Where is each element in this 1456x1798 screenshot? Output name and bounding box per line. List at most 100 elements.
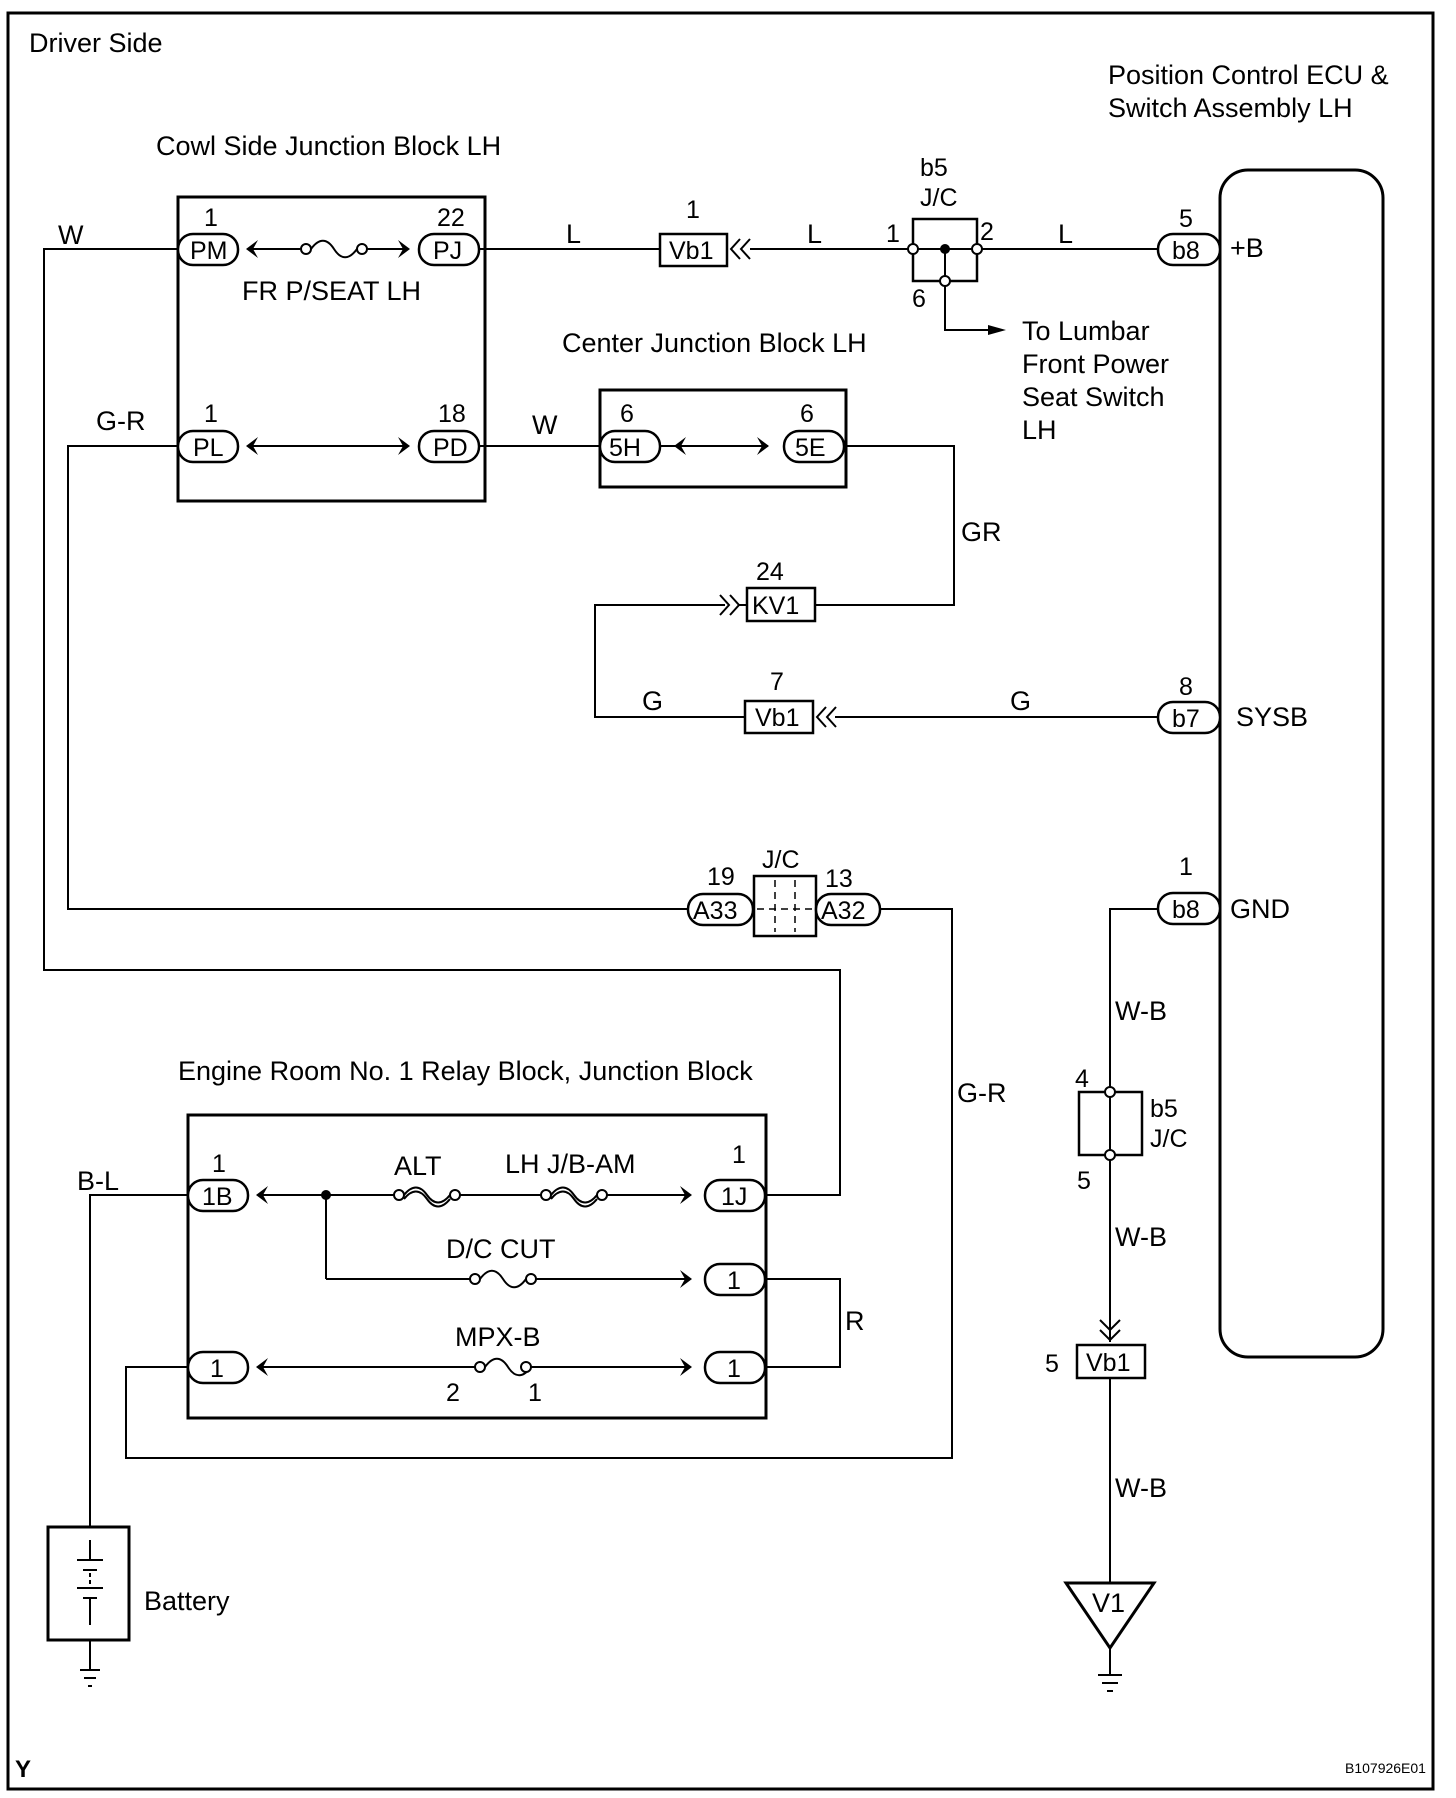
- wire-label-r: R: [845, 1306, 865, 1336]
- connector-pl: [176, 429, 240, 464]
- pin-number: 1: [1179, 853, 1193, 881]
- connector-male-icon: [1099, 1319, 1121, 1342]
- connector-b8-label: b8: [1172, 896, 1200, 924]
- lumbar-label: Front Power: [1022, 349, 1169, 379]
- cowl-junction-block-box: [176, 195, 487, 503]
- jc-name: b5: [1150, 1095, 1178, 1123]
- connector-1b: [186, 1178, 250, 1213]
- pin-number: 1: [732, 1141, 746, 1169]
- pin-number: 6: [800, 400, 814, 428]
- fuse-label-mpx-b: MPX-B: [455, 1322, 541, 1352]
- pin-number: 5: [1045, 1350, 1059, 1378]
- ecu-title: Switch Assembly LH: [1108, 93, 1353, 123]
- connector-1j: [703, 1178, 767, 1213]
- pin-number: 1: [686, 196, 700, 224]
- connector-1-mpx-right: [703, 1350, 767, 1385]
- connector-arrow-icon: [680, 1186, 692, 1204]
- wire-label-g: G: [1010, 686, 1031, 716]
- diagram-frame: [6, 11, 1435, 1791]
- wire-label-l: L: [1058, 219, 1073, 249]
- connector-label: 1: [210, 1355, 224, 1383]
- pin-number: 1: [204, 400, 218, 428]
- lumbar-label: LH: [1022, 415, 1057, 445]
- pin-number: 4: [1075, 1065, 1089, 1093]
- connector-5h-label: 5H: [609, 434, 641, 462]
- engine-room-block-title: Engine Room No. 1 Relay Block, Junction …: [178, 1056, 753, 1086]
- fusible-link-icon: [403, 1186, 451, 1204]
- wire-label-g-r: G-R: [957, 1078, 1007, 1108]
- center-junction-block-box: [598, 388, 848, 489]
- connector-a32-label: A32: [821, 897, 865, 925]
- connector-b8-label: b8: [1172, 237, 1200, 265]
- terminal-label-plus-b: +B: [1230, 233, 1264, 263]
- connector-a32: [814, 892, 882, 927]
- wire-label-w-b: W-B: [1115, 996, 1167, 1026]
- fuse-icon: [484, 1357, 532, 1377]
- connector-1b-label: 1B: [202, 1183, 233, 1211]
- center-junction-block-title: Center Junction Block LH: [562, 328, 867, 358]
- junction-connector-a33-a32: 19 A33 J/C 13 A32: [686, 846, 882, 938]
- jc-type: J/C: [1150, 1125, 1188, 1153]
- connector-arrow-icon: [680, 1358, 692, 1376]
- pin-number: 1: [212, 1150, 226, 1178]
- cowl-junction-block-title: Cowl Side Junction Block LH: [156, 131, 501, 161]
- wire-label-l: L: [566, 219, 581, 249]
- connector-pl-label: PL: [193, 434, 224, 462]
- fuse-label-fr-p-seat-lh: FR P/SEAT LH: [242, 276, 421, 306]
- connector-1-mpx-left: [186, 1350, 250, 1385]
- connector-pm-label: PM: [190, 237, 228, 265]
- jc-type: J/C: [762, 846, 800, 874]
- connector-vb1-top: 1 Vb1: [658, 196, 751, 268]
- wire-label-g: G: [642, 686, 663, 716]
- lumbar-label: Seat Switch: [1022, 382, 1165, 412]
- pin-number: 7: [770, 668, 784, 696]
- connector-arrow-icon: [256, 1358, 268, 1376]
- wire-label-g-r: G-R: [96, 406, 146, 436]
- connector-vb1-box: [658, 232, 729, 268]
- connector-1j-label: 1J: [721, 1183, 747, 1211]
- engine-room-relay-block: Engine Room No. 1 Relay Block, Junction …: [178, 1056, 768, 1420]
- connector-arrow-icon: [398, 240, 410, 258]
- connector-kv1-label: KV1: [752, 592, 799, 620]
- ground-point-v1: V1: [1063, 1581, 1157, 1651]
- pin-number: 19: [707, 863, 735, 891]
- pin-number: 2: [446, 1379, 460, 1407]
- fuse-icon: [310, 239, 358, 259]
- figure-code: B107926E01: [1345, 1760, 1426, 1776]
- battery-box: [46, 1525, 131, 1642]
- ground-triangle-icon: [1063, 1581, 1157, 1651]
- jc-name: b5: [920, 154, 948, 182]
- connector-vb1-label: Vb1: [1086, 1349, 1130, 1377]
- driver-side-label: Driver Side: [29, 28, 163, 58]
- connector-label: 1: [727, 1355, 741, 1383]
- connector-label: 1: [727, 1267, 741, 1295]
- fusible-link-icon: [550, 1186, 598, 1204]
- connector-pj-label: PJ: [433, 237, 462, 265]
- pin-number: 5: [1179, 205, 1193, 233]
- connector-pm: [176, 232, 240, 267]
- engine-room-block-box: [186, 1113, 768, 1420]
- connector-b7-label: b7: [1172, 705, 1200, 733]
- connector-b8-top: [1156, 232, 1222, 267]
- terminal-label-gnd: GND: [1230, 894, 1290, 924]
- connector-vb1-label: Vb1: [755, 704, 799, 732]
- connector-vb1-box: [743, 699, 815, 735]
- connector-kv1: 24 KV1: [719, 558, 817, 623]
- connector-a33-label: A33: [693, 897, 737, 925]
- wire-label-b-l: B-L: [77, 1166, 119, 1196]
- connector-1-dc-cut: [703, 1262, 767, 1297]
- fuse-icon: [479, 1269, 527, 1289]
- connector-arrow-icon: [674, 437, 686, 455]
- connector-male-icon: [729, 238, 751, 260]
- connector-arrow-icon: [256, 1186, 268, 1204]
- pin-number: 1: [528, 1379, 542, 1407]
- connector-vb1-box: [1075, 1343, 1147, 1380]
- junction-connector-b5-top: b5 J/C 1 2 6: [886, 154, 1006, 335]
- position-control-ecu: Position Control ECU & Switch Assembly L…: [1108, 60, 1389, 1359]
- pin-number: 5: [1077, 1167, 1091, 1195]
- battery-label: Battery: [144, 1586, 230, 1616]
- pin-number: 13: [825, 865, 853, 893]
- pin-number: 18: [438, 400, 466, 428]
- battery: Battery: [46, 1525, 230, 1642]
- pin-number: 6: [912, 285, 926, 313]
